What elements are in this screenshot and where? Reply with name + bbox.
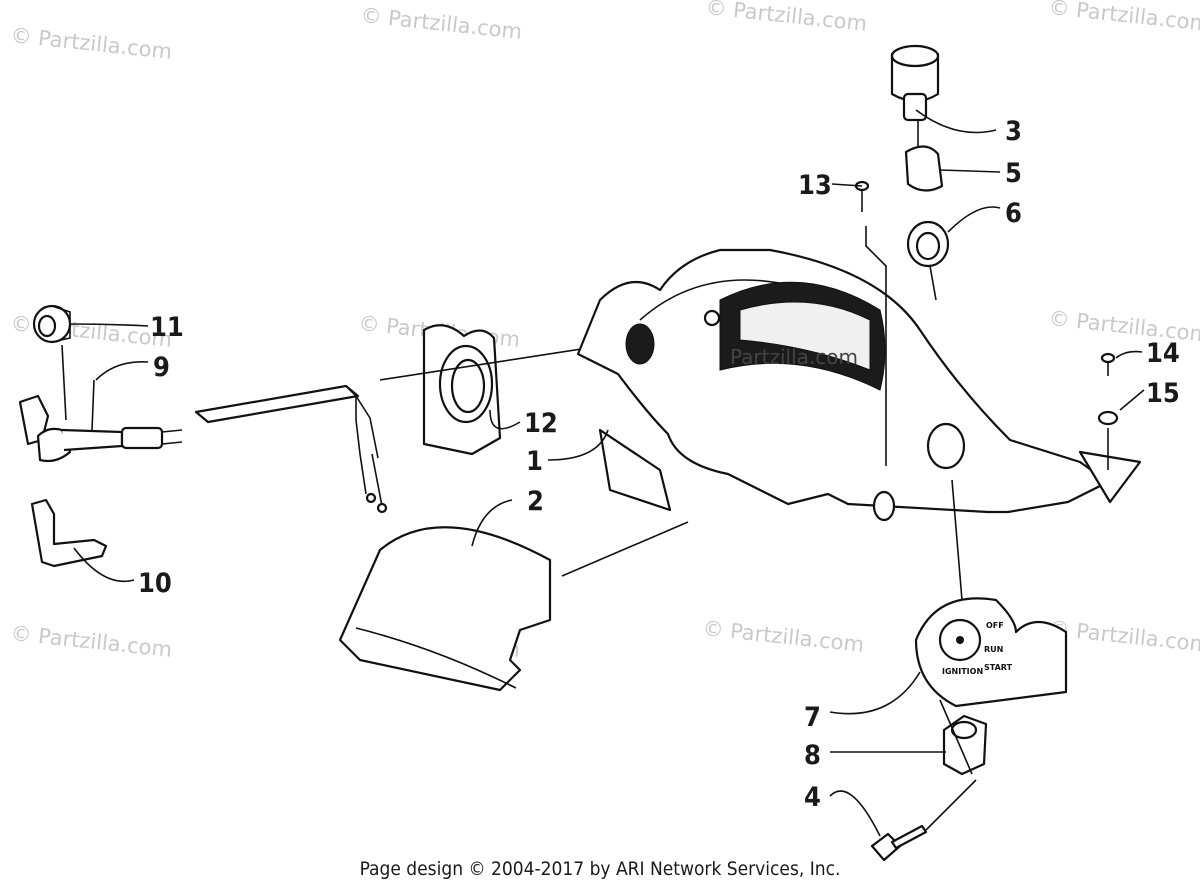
callout-10: 10 xyxy=(138,568,172,599)
part-9-throttle-assembly xyxy=(18,344,388,514)
part-11-nut xyxy=(32,304,72,344)
panel-start-label: START xyxy=(984,663,1013,672)
watermark: © Partzilla.com xyxy=(9,23,173,64)
page-footer: Page design © 2004-2017 by ARI Network S… xyxy=(359,858,841,880)
watermark: © Partzilla.com xyxy=(704,0,868,36)
leader-lines xyxy=(69,109,1145,837)
callout-11: 11 xyxy=(150,312,184,343)
panel-run-label: RUN xyxy=(984,645,1003,654)
callout-3: 3 xyxy=(1005,116,1022,147)
part-4-key xyxy=(870,779,977,862)
callout-labels: 1 2 3 4 5 6 7 8 9 10 11 12 13 14 15 xyxy=(138,116,1180,813)
part-1-console-housing: Partzilla.com xyxy=(576,248,1142,522)
part-7-ignition-panel: OFF RUN START IGNITION xyxy=(914,479,1068,708)
part-14-screw xyxy=(1100,352,1116,376)
callout-6: 6 xyxy=(1005,198,1022,229)
panel-ignition-label: IGNITION xyxy=(942,667,983,676)
callout-15: 15 xyxy=(1146,378,1180,409)
watermark: © Partzilla.com xyxy=(1047,0,1200,36)
callout-12: 12 xyxy=(524,408,558,439)
watermark: © Partzilla.com xyxy=(701,616,865,657)
callout-8: 8 xyxy=(804,740,821,771)
watermark: © Partzilla.com xyxy=(359,3,523,44)
callout-1: 1 xyxy=(526,446,543,477)
callout-5: 5 xyxy=(1005,158,1022,189)
part-8-nut xyxy=(939,699,988,776)
watermark: © Partzilla.com xyxy=(9,311,173,352)
callout-4: 4 xyxy=(804,782,821,813)
part-15-washer xyxy=(1097,410,1119,470)
panel-off-label: OFF xyxy=(986,621,1004,630)
part-6-lock-washer xyxy=(906,220,950,301)
callout-14: 14 xyxy=(1146,338,1180,369)
callout-2: 2 xyxy=(527,486,544,517)
part-10-lever xyxy=(30,498,108,568)
part-3-knob xyxy=(890,44,940,148)
center-watermark: Partzilla.com xyxy=(730,345,858,369)
part-13-screw xyxy=(854,180,887,466)
callout-7: 7 xyxy=(804,702,821,733)
callout-13: 13 xyxy=(798,170,832,201)
part-12-gasket xyxy=(379,324,641,456)
watermark: © Partzilla.com xyxy=(9,621,173,662)
callout-9: 9 xyxy=(153,352,170,383)
part-5-nut xyxy=(904,145,944,192)
watermark: © Partzilla.com xyxy=(1047,616,1200,657)
part-2-cover xyxy=(338,521,689,692)
